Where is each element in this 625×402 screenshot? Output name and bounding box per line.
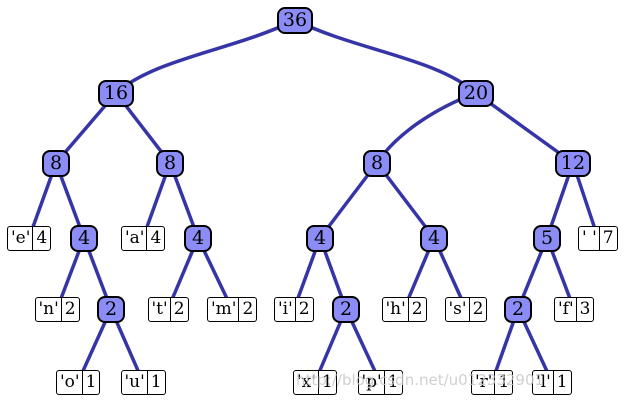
leaf-char: 'r' [472, 370, 496, 394]
leaf-count: 4 [150, 228, 162, 248]
edge-root-r [293, 18, 478, 95]
leaf-char: 'p' [359, 370, 385, 394]
leaf-count: 2 [472, 299, 484, 319]
leaf-count: 2 [173, 299, 185, 319]
leaf-count: 2 [298, 299, 310, 319]
leaf-char: 'e' [8, 226, 34, 250]
leaf-e: 'e'4 [7, 225, 52, 251]
node-lrr: 4 [184, 224, 212, 252]
leaf-n: 'n'2 [34, 296, 80, 322]
leaf-count: 1 [85, 372, 97, 392]
leaf-char: 'l' [533, 370, 554, 394]
node-l: 16 [98, 79, 134, 107]
node-rll: 4 [306, 224, 334, 252]
leaf-char: 'h' [383, 297, 409, 321]
leaf-count: 3 [579, 299, 591, 319]
node-rrl: 5 [533, 224, 561, 252]
leaf-count: 1 [321, 372, 333, 392]
node-ll: 8 [42, 149, 70, 177]
leaf-char: 's' [446, 297, 470, 321]
leaf-char: 'i' [275, 297, 296, 321]
leaf-char: 't' [149, 297, 171, 321]
node-rllr: 2 [332, 295, 360, 323]
leaf-l: 'l'1 [532, 369, 572, 395]
leaf-char: 'u' [122, 370, 148, 394]
leaf-char: 'n' [36, 297, 62, 321]
leaf-x: 'x'1 [293, 369, 337, 395]
leaf-char: 'o' [57, 370, 83, 394]
node-rlr: 4 [420, 224, 448, 252]
leaf-char: 'a' [122, 226, 148, 250]
leaf-u: 'u'1 [120, 369, 166, 395]
node-rr: 12 [555, 149, 591, 177]
leaf-h: 'h'2 [381, 296, 427, 322]
leaf-count: 7 [602, 228, 614, 248]
node-llrr: 2 [97, 295, 125, 323]
leaf-o: 'o'1 [56, 369, 101, 395]
leaf-char: ' ' [579, 226, 600, 250]
leaf-count: 2 [64, 299, 76, 319]
leaf-r: 'r'1 [471, 369, 514, 395]
leaf-char: 'x' [294, 370, 319, 394]
leaf-a: 'a'4 [121, 225, 166, 251]
node-rl: 8 [363, 149, 391, 177]
leaf-count: 2 [411, 299, 423, 319]
leaf-char: 'm' [208, 297, 240, 321]
leaf-t: 't'2 [147, 296, 189, 322]
edge-root-l [114, 18, 297, 95]
leaf-count: 1 [556, 372, 568, 392]
leaf-s: 's'2 [444, 296, 488, 322]
leaf-count: 1 [498, 372, 510, 392]
leaf-m: 'm'2 [207, 296, 258, 322]
leaf-count: 4 [36, 228, 48, 248]
node-lr: 8 [156, 149, 184, 177]
leaf-i: 'i'2 [274, 296, 314, 322]
leaf-f: 'f'3 [554, 296, 595, 322]
node-llr: 4 [70, 224, 98, 252]
node-rrll: 2 [504, 295, 532, 323]
leaf-count: 1 [150, 372, 162, 392]
node-root: 36 [277, 6, 313, 34]
leaf-char: 'f' [555, 297, 577, 321]
leaf-p: 'p'1 [357, 369, 403, 395]
leaf-count: 1 [387, 372, 399, 392]
node-r: 20 [458, 79, 494, 107]
leaf-space: ' '7 [578, 225, 618, 251]
leaf-count: 2 [242, 299, 254, 319]
